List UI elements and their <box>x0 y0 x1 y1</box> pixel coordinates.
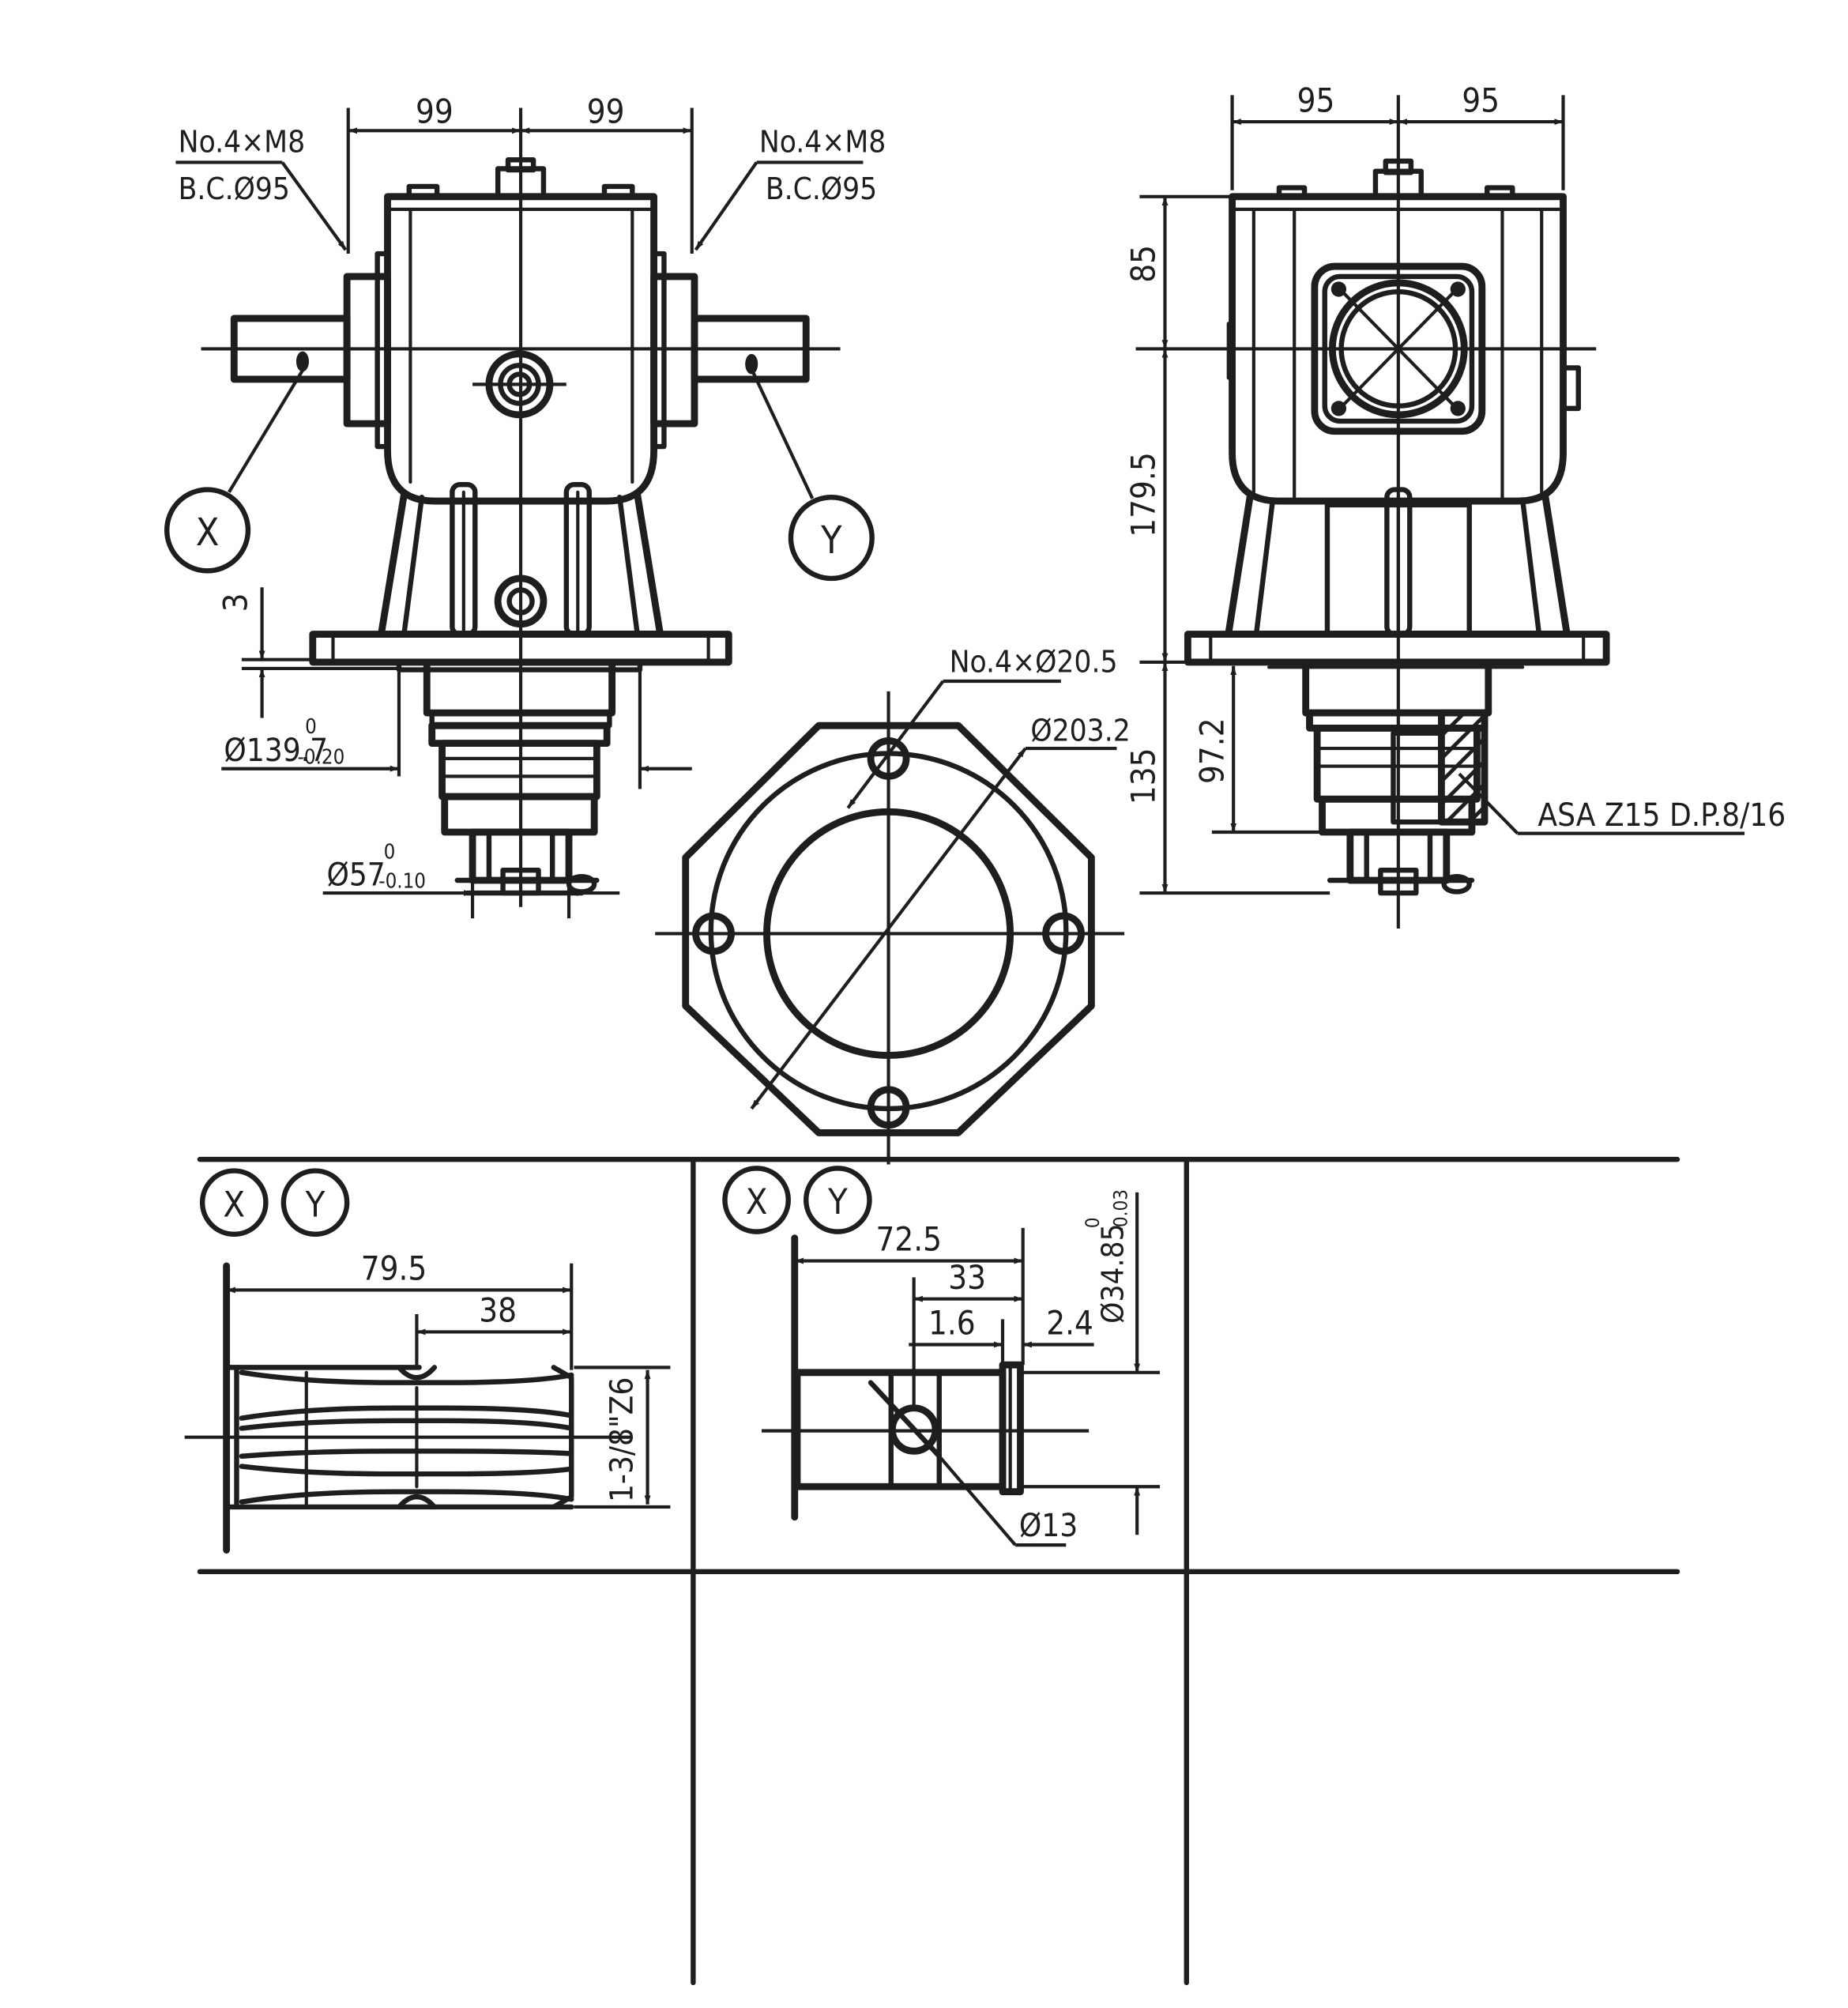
front-callout-y: Y <box>820 518 842 563</box>
flange-view: No.4×Ø20.5 Ø203.2 <box>655 645 1131 1165</box>
front-view-dimensions: 99 99 No.4×M8 B.C.Ø95 No.4×M8 B.C.Ø95 X … <box>164 92 886 919</box>
front-bolt-note-left-line1: No.4×M8 <box>179 125 305 160</box>
detail-plain-shaft: X Y 72.5 33 1.6 2.4 Ø34.85 0 -0.03 Ø13 <box>722 1166 1161 1547</box>
side-dim-body-height: 179.5 <box>1124 452 1163 537</box>
detail-plain-diameter-tol-upper: 0 <box>1082 1218 1104 1229</box>
front-view <box>201 107 841 907</box>
detail-plain-callout-x: X <box>746 1181 768 1223</box>
front-bolt-note-right-line1: No.4×M8 <box>759 125 886 160</box>
detail-plain-step: 33 <box>948 1258 986 1297</box>
side-dim-output-height: 135 <box>1124 748 1163 805</box>
side-view <box>1135 95 1610 929</box>
side-dim-spline-height: 97.2 <box>1192 718 1231 784</box>
callout-x-bubble <box>164 487 251 574</box>
side-dim-upper-height: 85 <box>1124 245 1163 283</box>
front-bolt-note-left-line2: B.C.Ø95 <box>179 171 290 207</box>
side-housing <box>1229 193 1567 505</box>
front-dim-pilot-tol-upper: 0 <box>305 715 317 739</box>
detail-splined-size: 1-3/8"Z6 <box>604 1377 640 1502</box>
front-dim-shaft-tol-upper: 0 <box>384 841 396 865</box>
callout-y-bubble <box>788 495 875 582</box>
side-view-dimensions: 95 95 85 179.5 135 97.2 ASA Z15 D.P.8/16 <box>1124 81 1786 895</box>
side-spline-spec: ASA Z15 D.P.8/16 <box>1537 797 1786 834</box>
detail-table-grid <box>197 1156 1681 1986</box>
detail-plain-length: 72.5 <box>875 1220 942 1259</box>
front-dim-left-width: 99 <box>416 92 454 131</box>
front-callout-x: X <box>196 510 220 555</box>
front-bolt-note-right-line2: B.C.Ø95 <box>766 171 877 207</box>
detail-plain-hole: Ø13 <box>1019 1508 1078 1544</box>
detail-plain-collar: 2.4 <box>1046 1304 1093 1343</box>
front-dim-pilot-diameter: Ø139.7 <box>224 733 328 769</box>
front-housing <box>384 193 658 505</box>
front-dim-shaft-tol-lower: -0.10 <box>378 870 426 894</box>
detail-splined-callout-x: X <box>223 1183 245 1225</box>
front-dim-pilot-tol-lower: -0.20 <box>298 745 345 769</box>
front-left-shaft <box>230 315 351 383</box>
flange-hole-note: No.4×Ø20.5 <box>950 645 1118 680</box>
front-right-shaft <box>691 315 810 383</box>
detail-splined-shaft: X Y 79.5 38 1-3/8"Z6 <box>184 1168 671 1554</box>
side-dim-right-width: 95 <box>1462 81 1500 119</box>
flange-bolt-circle: Ø203.2 <box>1030 713 1130 748</box>
detail-splined-groove: 38 <box>479 1291 517 1330</box>
detail-plain-diameter: Ø34.85 <box>1096 1223 1131 1323</box>
detail-plain-diameter-tol-lower: -0.03 <box>1109 1189 1131 1234</box>
front-dim-right-width: 99 <box>587 92 625 131</box>
front-dim-shaft-diameter: Ø57 <box>326 857 385 893</box>
detail-plain-slot: 1.6 <box>928 1304 976 1343</box>
front-dim-flange-gap: 3 <box>216 593 254 612</box>
detail-splined-callout-y: Y <box>305 1183 326 1225</box>
side-dim-left-width: 95 <box>1297 81 1335 119</box>
detail-plain-callout-y: Y <box>827 1181 848 1223</box>
detail-splined-length: 79.5 <box>361 1249 427 1288</box>
